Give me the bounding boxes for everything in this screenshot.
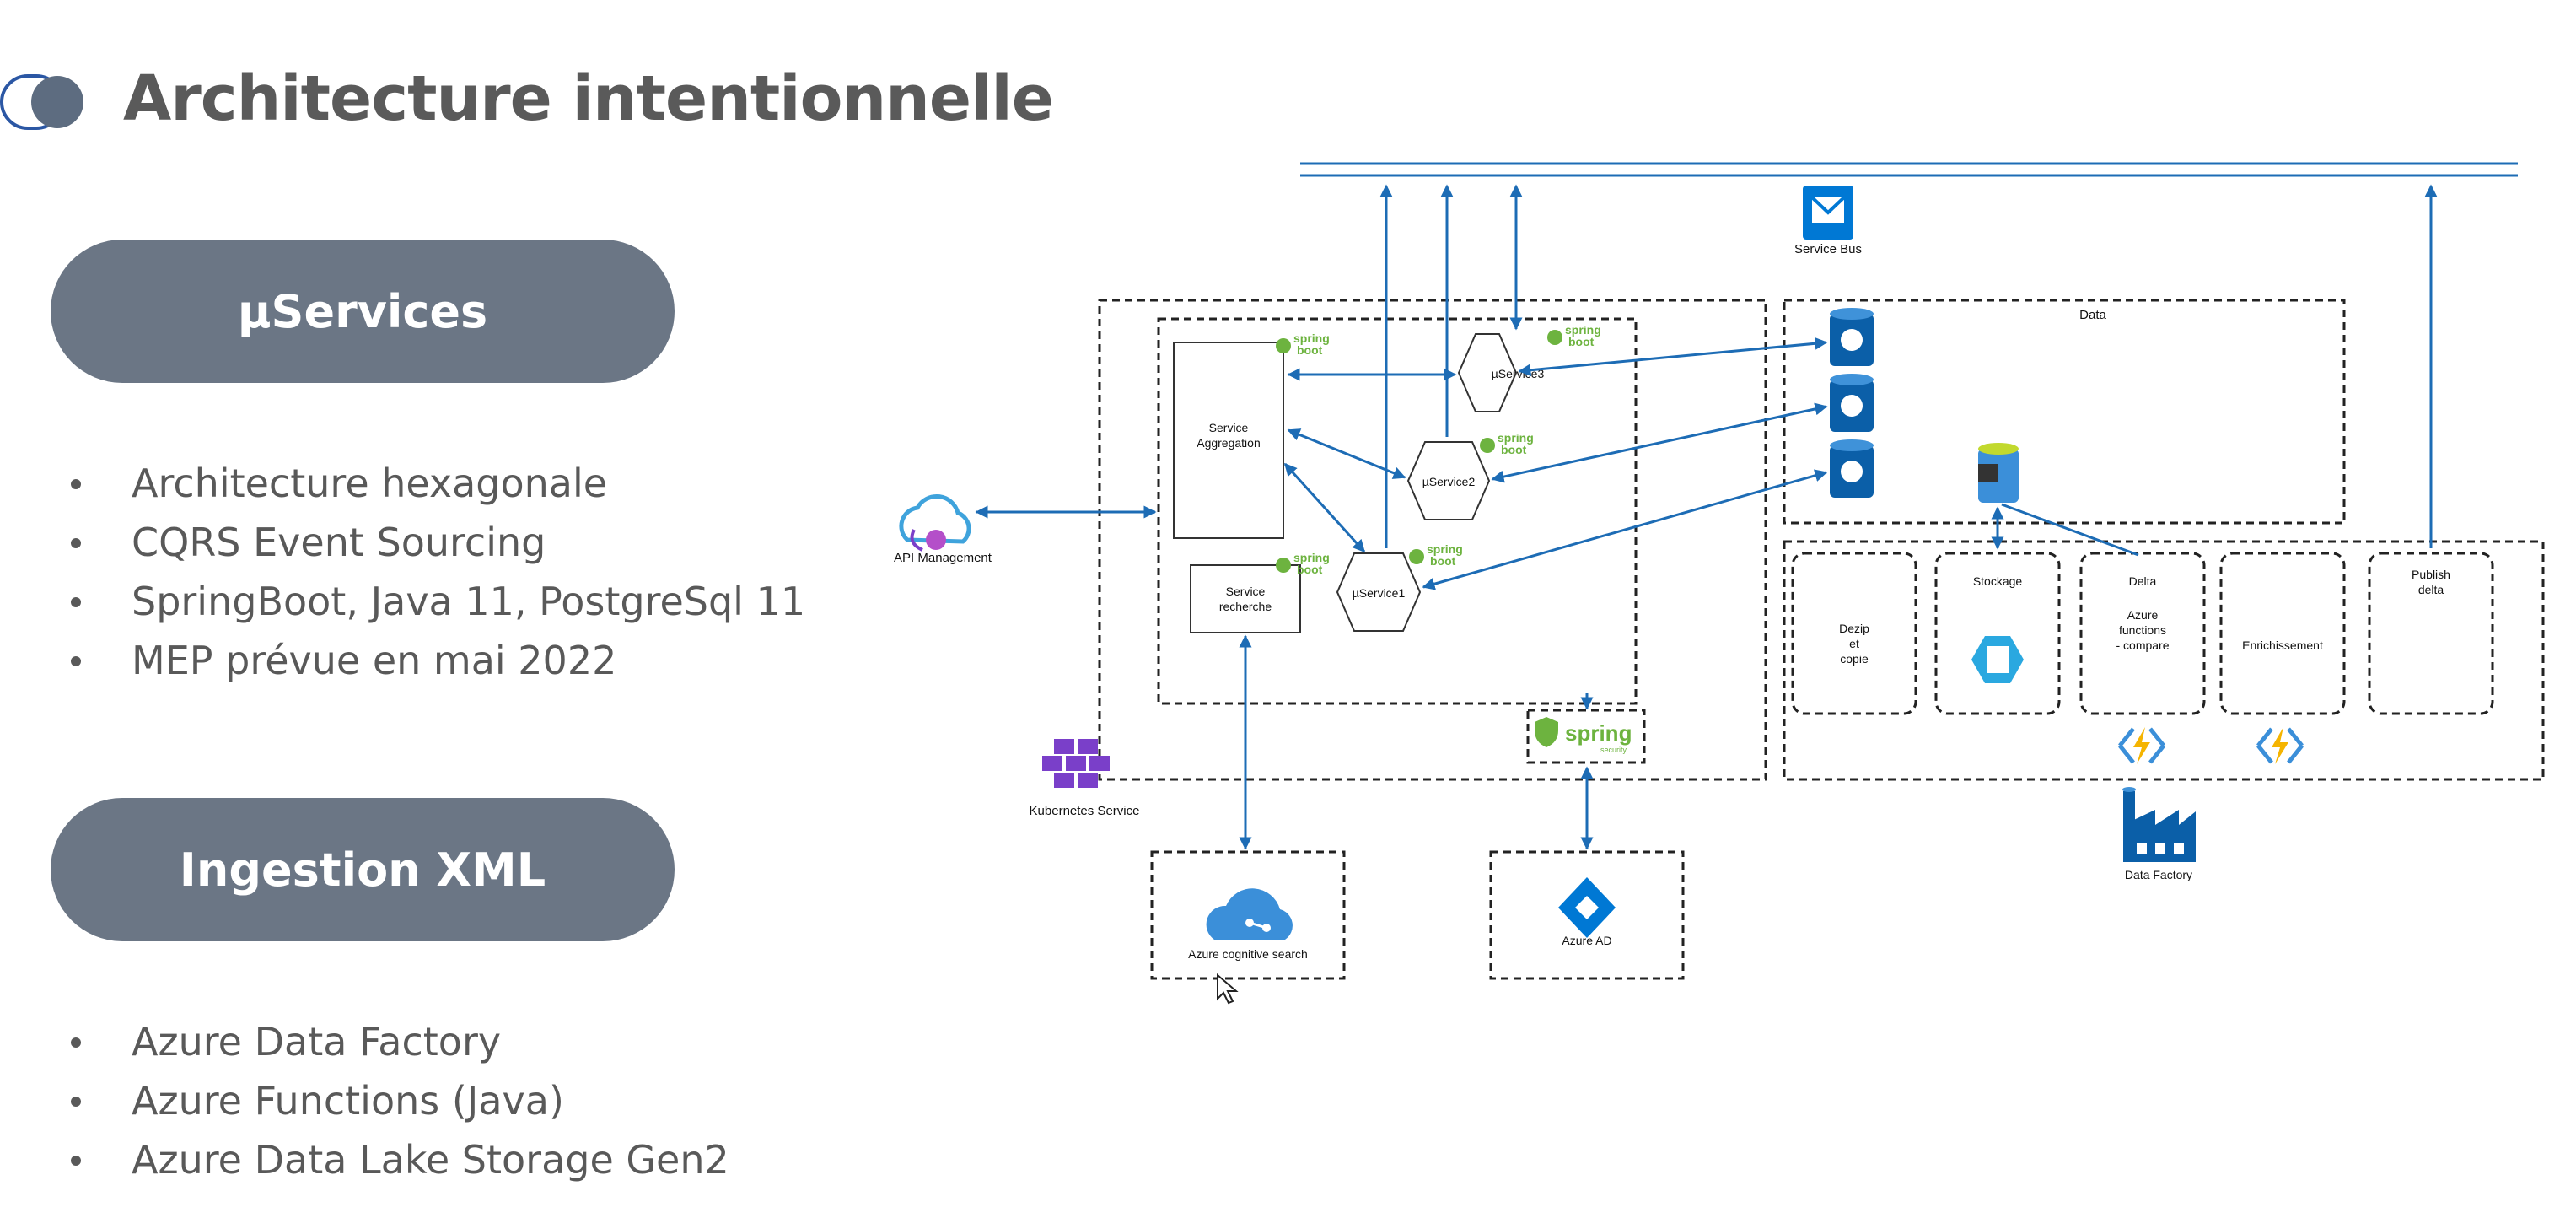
uservice2-label: µService2	[1422, 475, 1476, 488]
list-item: SpringBoot, Java 11, PostgreSql 11	[67, 572, 805, 631]
list-item: Azure Data Factory	[67, 1012, 729, 1071]
svg-text:boot: boot	[1501, 443, 1527, 456]
cognitive-search-box	[1150, 850, 1346, 980]
azure-functions-label: - compare	[2116, 639, 2169, 652]
azure-ad-box	[1489, 850, 1685, 980]
spring-boot-icon: spring boot	[1480, 431, 1534, 456]
architecture-diagram: Service Bus Data API Management Kubernet…	[894, 162, 2545, 1005]
svg-text:spring: spring	[1565, 720, 1632, 746]
spring-security-box	[1526, 709, 1646, 764]
data-factory-label: Data Factory	[2125, 868, 2192, 881]
data-label: Data	[2079, 308, 2106, 322]
ingestion-box	[1783, 540, 2545, 781]
azure-functions-label: functions	[2119, 623, 2166, 637]
kubernetes-service-icon	[1042, 739, 1110, 788]
list-item: Azure Data Lake Storage Gen2	[67, 1130, 729, 1189]
dezip-label: Dezip	[1839, 622, 1869, 635]
cognitive-search-icon	[1206, 888, 1293, 940]
connection-arrows	[975, 184, 2438, 850]
svg-text:boot: boot	[1297, 563, 1323, 576]
service-aggregation-box	[1173, 342, 1284, 539]
mouse-pointer-icon	[1217, 973, 1239, 1005]
publish-delta-stage-box	[2368, 552, 2494, 715]
spring-boot-icon: spring boot	[1409, 542, 1463, 568]
service-aggregation-label: Service	[1209, 421, 1249, 434]
title-bullet-icon	[0, 74, 83, 130]
service-bus-line	[1300, 162, 2518, 177]
service-recherche-label: Service	[1226, 585, 1266, 598]
svg-text:boot: boot	[1430, 554, 1456, 568]
list-item: Architecture hexagonale	[67, 454, 805, 513]
data-lake-storage-icon	[1978, 443, 2019, 503]
spring-boot-icon: spring boot	[1547, 323, 1601, 348]
kubernetes-service-label: Kubernetes Service	[1030, 804, 1140, 818]
publish-delta-label: Publish	[2412, 568, 2450, 581]
svg-text:spring: spring	[1293, 551, 1330, 564]
stockage-label: Stockage	[1973, 574, 2023, 588]
stockage-stage-box	[1934, 552, 2061, 715]
uservice1-label: µService1	[1353, 586, 1406, 600]
list-item: CQRS Event Sourcing	[67, 513, 805, 572]
cognitive-search-label: Azure cognitive search	[1188, 947, 1308, 961]
spring-boot-icon: spring boot	[1276, 331, 1330, 357]
azure-ad-label: Azure AD	[1562, 934, 1611, 947]
data-factory-icon	[2122, 787, 2196, 862]
dezip-label: copie	[1840, 652, 1869, 666]
api-management-label: API Management	[894, 551, 992, 565]
section-heading-ingestion-xml: Ingestion XML	[51, 798, 675, 941]
postgresql-database-icon	[1830, 374, 1874, 432]
azure-ad-icon	[1558, 877, 1616, 938]
azure-functions-label: Azure	[2127, 608, 2159, 622]
uservice1-hexagon	[1336, 552, 1422, 632]
data-box	[1783, 299, 2346, 525]
svg-text:boot: boot	[1297, 343, 1323, 357]
section-heading-microservices: µServices	[51, 240, 675, 383]
postgresql-database-icon	[1830, 439, 1874, 498]
dezip-label: et	[1849, 637, 1859, 650]
postgresql-database-icon	[1830, 308, 1874, 366]
list-item: Azure Functions (Java)	[67, 1071, 729, 1130]
enrichissement-label: Enrichissement	[2242, 639, 2323, 652]
azure-function-icon	[2118, 727, 2165, 764]
spring-boot-icon: spring boot	[1276, 551, 1330, 576]
azure-function-icon	[2256, 727, 2304, 764]
service-bus-label: Service Bus	[1794, 242, 1862, 256]
api-management-icon	[899, 493, 971, 552]
service-recherche-label: recherche	[1219, 600, 1272, 613]
service-recherche-box	[1190, 564, 1301, 633]
page-title: Architecture intentionnelle	[123, 62, 1054, 135]
microservices-box	[1157, 317, 1638, 705]
service-bus-icon	[1803, 186, 1853, 240]
blob-storage-icon	[1971, 636, 2024, 683]
svg-text:spring: spring	[1565, 323, 1601, 337]
service-aggregation-label: Aggregation	[1197, 436, 1261, 450]
spring-security-icon: spring security	[1535, 717, 1632, 754]
ingestion-bullet-list: Azure Data Factory Azure Functions (Java…	[67, 1012, 729, 1189]
delta-label: Delta	[2129, 574, 2157, 588]
dezip-stage-box	[1791, 552, 1917, 715]
svg-text:spring: spring	[1293, 331, 1330, 345]
svg-text:security: security	[1600, 746, 1627, 754]
delta-stage-box	[2079, 552, 2206, 715]
svg-text:boot: boot	[1568, 335, 1595, 348]
microservices-bullet-list: Architecture hexagonale CQRS Event Sourc…	[67, 454, 805, 690]
list-item: MEP prévue en mai 2022	[67, 631, 805, 690]
enrichissement-stage-box	[2219, 552, 2346, 715]
publish-delta-label: delta	[2418, 583, 2444, 596]
